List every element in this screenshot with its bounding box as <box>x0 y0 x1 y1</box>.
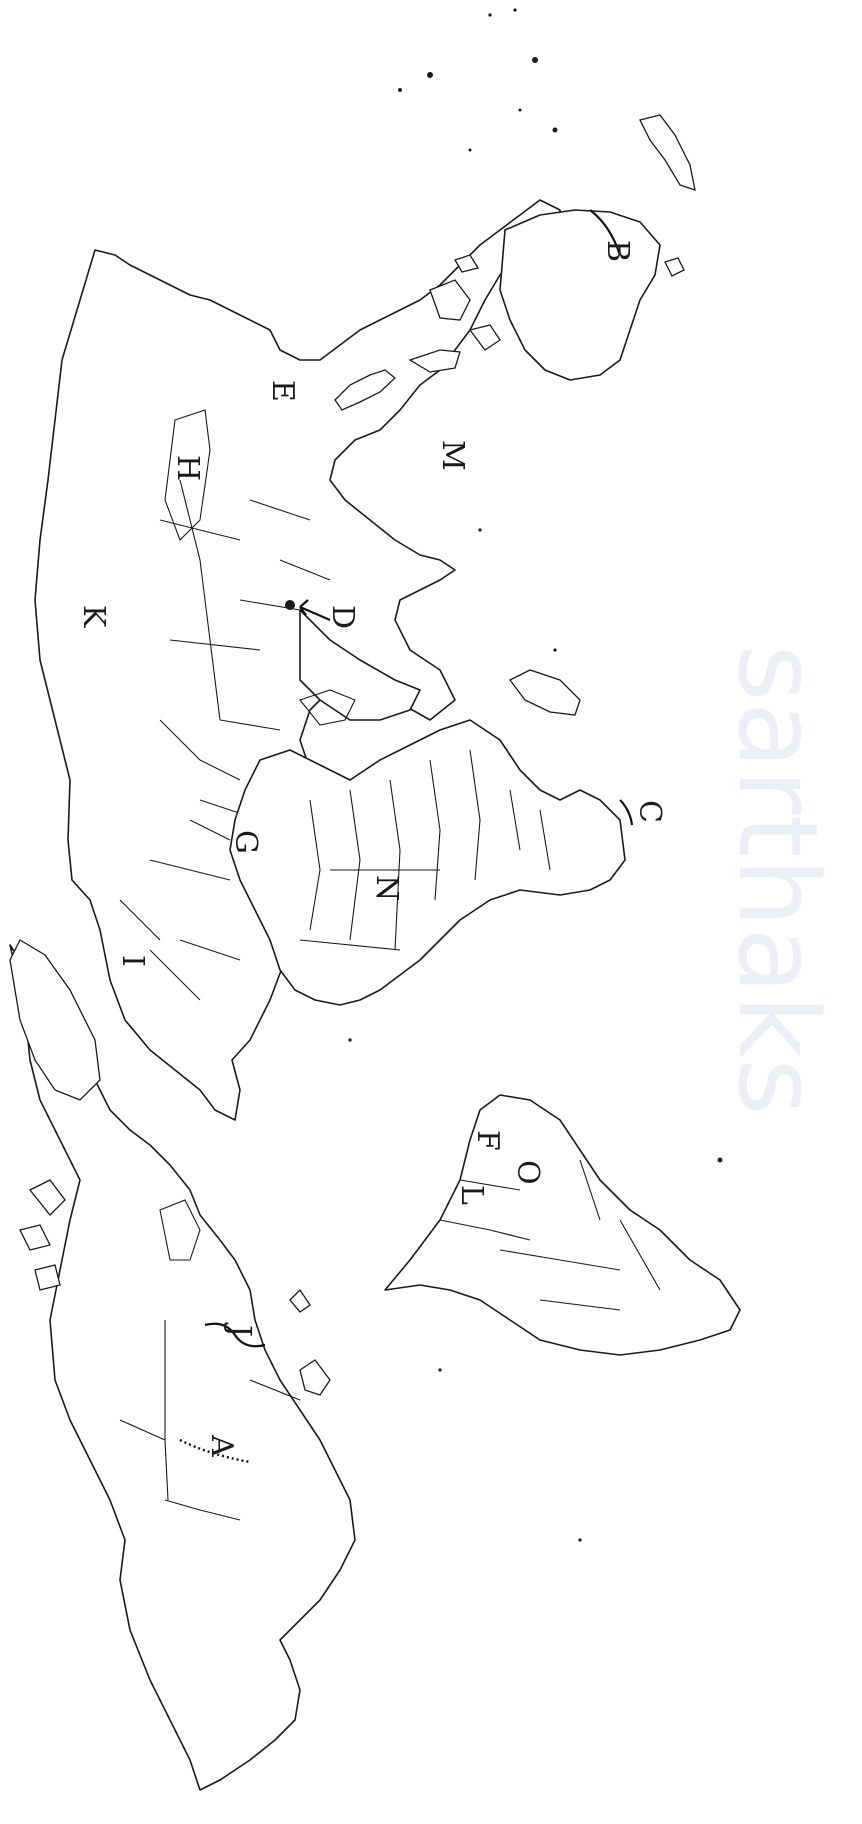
watermark: sarthaks <box>714 644 842 1115</box>
australia-landmass <box>499 209 661 381</box>
south-america-borders <box>439 1159 661 1311</box>
label-f: F <box>470 1130 505 1151</box>
eurasia-landmass <box>34 199 561 1121</box>
pacific-specks <box>348 8 723 1542</box>
madagascar-island <box>509 669 581 716</box>
greenland-island <box>9 939 101 1101</box>
label-o: O <box>510 1160 545 1185</box>
caribbean-islands <box>289 1288 331 1396</box>
africa-borders <box>299 749 551 951</box>
africa-landmass <box>229 719 626 1006</box>
tasmania-island <box>664 257 685 277</box>
label-n: N <box>369 875 404 901</box>
watermark-text: sarthaks <box>714 644 842 1115</box>
south-america-landmass <box>384 1094 741 1356</box>
label-l: L <box>454 1185 489 1205</box>
label-g: G <box>228 830 263 854</box>
eurasia-borders <box>119 479 331 1001</box>
label-j: J <box>222 1322 257 1337</box>
marker-c-arc <box>619 799 634 826</box>
us-canada-border <box>119 1320 301 1521</box>
label-c: C <box>632 800 667 823</box>
indonesia-islands <box>429 254 501 351</box>
red-sea-outline <box>299 689 356 726</box>
marker-b-arc <box>589 209 622 256</box>
label-d: D <box>325 605 360 629</box>
india-landmass <box>299 609 421 721</box>
east-asia-island <box>408 349 461 373</box>
marker-d-arrow <box>299 599 331 622</box>
label-h: H <box>170 455 205 481</box>
label-m: M <box>435 440 470 471</box>
label-e: E <box>265 380 300 402</box>
arctic-islands <box>19 1179 66 1291</box>
marker-d-dot <box>285 600 295 610</box>
label-k: K <box>76 605 111 628</box>
japan-islands <box>334 369 396 411</box>
new-zealand-island <box>639 114 696 191</box>
hudson-bay-outline <box>159 1199 201 1261</box>
inland-sea <box>164 409 211 541</box>
label-a: A <box>204 1434 239 1457</box>
label-b: B <box>600 240 635 262</box>
marker-j-curve <box>204 1322 266 1348</box>
north-america-landmass <box>9 944 356 1791</box>
label-i: I <box>115 955 150 967</box>
marker-a-dotted-curve <box>179 1438 251 1464</box>
